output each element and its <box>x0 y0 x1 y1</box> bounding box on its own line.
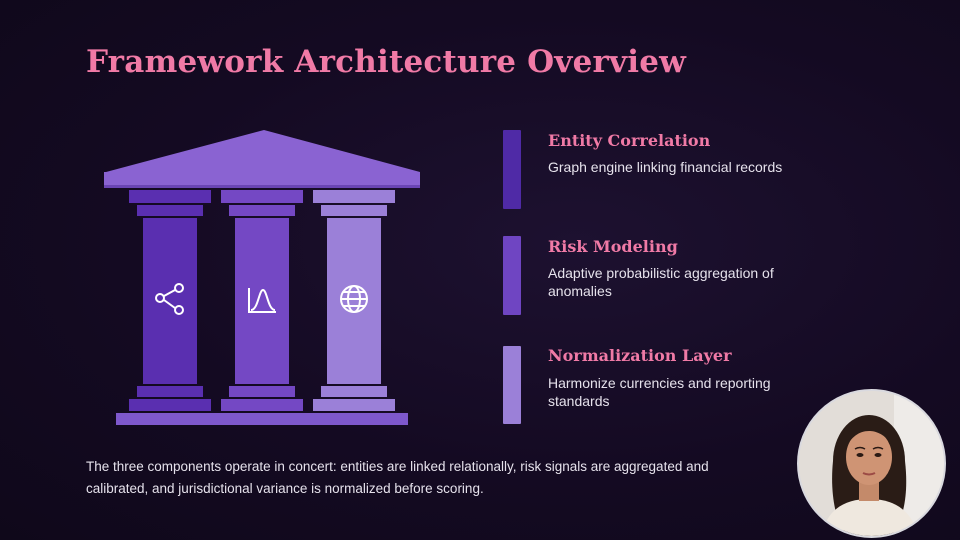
component-desc-normalization: Harmonize currencies and reporting stand… <box>548 375 771 409</box>
presenter-webcam <box>797 389 946 538</box>
share-network-icon <box>155 283 184 315</box>
pillar-normalization <box>313 190 395 411</box>
component-title-risk: Risk Modeling <box>548 237 678 256</box>
pillar-risk <box>221 190 303 411</box>
component-title-entity: Entity Correlation <box>548 131 711 150</box>
stylobate <box>116 413 408 425</box>
globe-icon <box>340 285 368 313</box>
slide-title: Framework Architecture Overview <box>86 44 687 80</box>
component-bar-normalization <box>503 346 521 424</box>
entablature <box>104 172 420 188</box>
component-bar-entity <box>503 130 521 209</box>
bell-curve-chart-icon <box>248 288 276 313</box>
component-desc-entity: Graph engine linking financial records <box>548 159 783 175</box>
presenter-avatar <box>799 391 944 536</box>
component-desc-risk: Adaptive probabilistic aggregation of an… <box>548 265 774 299</box>
pediment <box>106 130 420 172</box>
slide-summary: The three components operate in concert:… <box>86 459 709 496</box>
pillar-entity <box>129 190 211 411</box>
component-title-normalization: Normalization Layer <box>548 346 732 365</box>
architecture-pillars-illustration <box>104 130 420 425</box>
component-bar-risk <box>503 236 521 315</box>
